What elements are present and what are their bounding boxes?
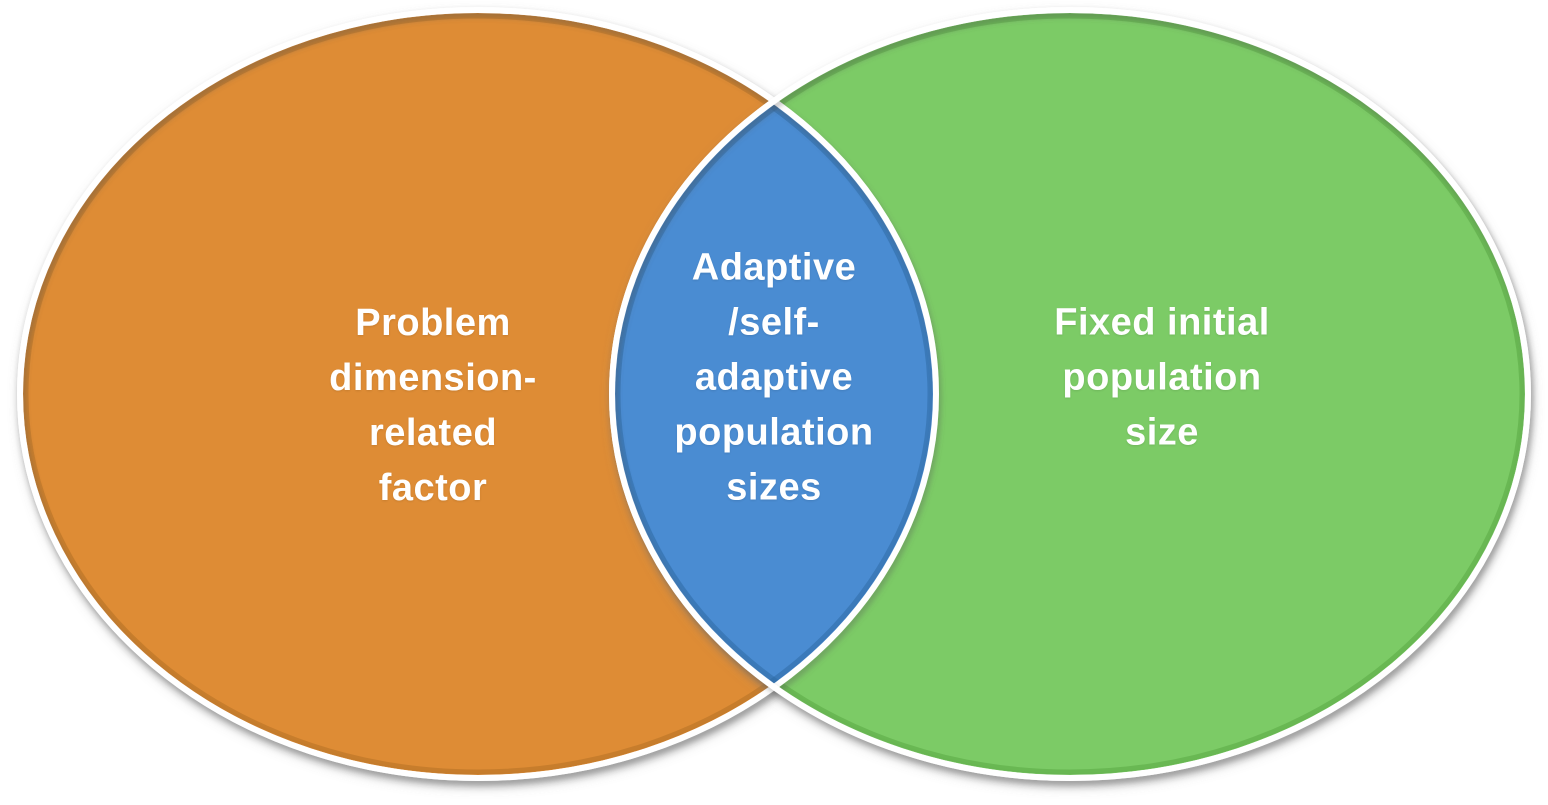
left-set-outline: [17, 7, 939, 781]
right-set-outline: [609, 7, 1531, 781]
intersection-lens: [612, 10, 936, 778]
intersection-rim-left: [615, 13, 936, 775]
intersection-rim-right: [612, 13, 933, 775]
